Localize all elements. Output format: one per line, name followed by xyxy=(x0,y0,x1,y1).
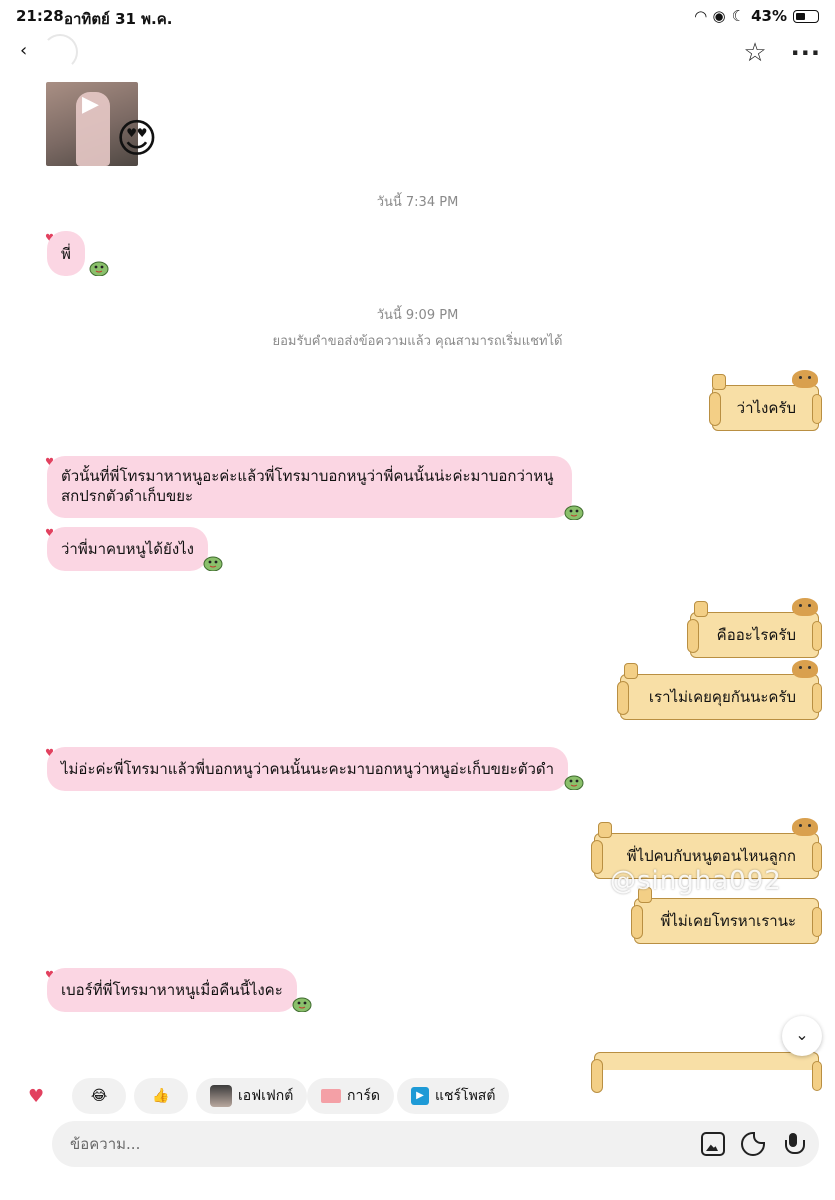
scroll-tab xyxy=(624,663,638,679)
frog-sticker-icon xyxy=(292,997,312,1012)
effect-thumb-icon xyxy=(210,1085,232,1107)
scroll-tab xyxy=(638,887,652,903)
outgoing-message[interactable]: ว่าไงครับ xyxy=(709,385,822,431)
lock-rotation-icon: ◉ xyxy=(712,7,726,25)
play-icon[interactable]: ▶ xyxy=(82,92,99,117)
share-post-label: แชร์โพสต์ xyxy=(435,1088,496,1104)
share-post-chip[interactable]: ▶ แชร์โพสต์ xyxy=(397,1078,510,1114)
moon-icon: ☾ xyxy=(731,7,746,25)
laugh-reaction-chip[interactable]: 😂 xyxy=(72,1078,126,1114)
outgoing-message[interactable]: คืออะไรครับ xyxy=(687,612,822,658)
card-label: การ์ด xyxy=(347,1088,380,1104)
microphone-icon[interactable] xyxy=(781,1132,805,1156)
incoming-message[interactable]: เบอร์ที่พี่โทรมาหาหนูเมื่อคืนนี้ไงคะ xyxy=(47,968,297,1012)
like-reaction-chip[interactable]: 👍 xyxy=(134,1078,188,1114)
outgoing-message[interactable]: พี่ไม่เคยโทรหาเรานะ xyxy=(631,898,822,944)
quick-actions-bar: 😂 👍 เอฟเฟกต์ การ์ด ▶ แชร์โพสต์ xyxy=(0,1078,835,1118)
incoming-message[interactable]: พี่ xyxy=(47,231,85,276)
chevron-left-icon[interactable]: ‹ xyxy=(20,40,28,61)
thumbs-up-icon: 👍 xyxy=(152,1088,170,1104)
tiktok-watermark: @singha092 xyxy=(610,866,782,896)
chat-header: ‹ ☆ ··· xyxy=(0,34,835,74)
scroll-down-button[interactable]: ⌄ xyxy=(782,1016,822,1056)
incoming-message[interactable]: ตัวนั้นที่พี่โทรมาหาหนูอะค่ะแล้วพี่โทรมา… xyxy=(47,456,572,518)
system-message: ยอมรับคำขอส่งข้อความแล้ว คุณสามารถเริ่มแ… xyxy=(272,334,563,349)
effect-chip[interactable]: เอฟเฟกต์ xyxy=(196,1078,308,1114)
frog-sticker-icon xyxy=(564,505,584,520)
dog-sticker-icon xyxy=(792,818,818,836)
gallery-icon[interactable] xyxy=(701,1132,725,1156)
sticker-icon[interactable] xyxy=(741,1132,765,1156)
frog-sticker-icon xyxy=(564,775,584,790)
card-chip[interactable]: การ์ด xyxy=(307,1078,394,1114)
chevron-down-icon: ⌄ xyxy=(795,1025,809,1044)
incoming-message[interactable]: ไม่อ่ะค่ะพี่โทรมาแล้วพี่บอกหนูว่าคนนั้นน… xyxy=(47,747,569,791)
effect-label: เอฟเฟกต์ xyxy=(238,1088,294,1104)
header-actions: ☆ ··· xyxy=(743,40,821,66)
laugh-emoji-icon: 😂 xyxy=(90,1088,108,1104)
heart-reaction-icon[interactable]: ♥ xyxy=(28,1086,45,1107)
scroll-tab xyxy=(694,601,708,617)
heart-eyes-reaction: 😍 xyxy=(116,116,158,162)
battery-fill xyxy=(796,12,805,20)
scroll-tab xyxy=(598,822,612,838)
status-time: 21:28 xyxy=(16,7,64,25)
video-figure xyxy=(76,92,110,166)
battery-percent: 43% xyxy=(751,7,787,25)
card-icon xyxy=(321,1089,341,1103)
dog-sticker-icon xyxy=(792,660,818,678)
outgoing-message-partial xyxy=(591,1052,822,1093)
message-input[interactable] xyxy=(70,1121,670,1167)
frog-sticker-icon xyxy=(203,556,223,571)
dog-sticker-icon xyxy=(792,598,818,616)
composer-icons xyxy=(701,1132,805,1156)
outgoing-message[interactable]: พี่ไปคบกับหนูตอนไหนลูกก xyxy=(591,833,822,879)
status-icons: ◠ ◉ ☾ 43% xyxy=(695,7,819,25)
battery-icon xyxy=(793,9,819,23)
dog-sticker-icon xyxy=(792,370,818,388)
star-icon[interactable]: ☆ xyxy=(743,38,767,68)
scroll-tab xyxy=(712,374,726,390)
frog-sticker-icon xyxy=(89,261,109,276)
avatar[interactable] xyxy=(42,34,78,70)
status-bar: 21:28 อาทิตย์ 31 พ.ค. ◠ ◉ ☾ 43% xyxy=(0,0,835,34)
outgoing-message[interactable]: เราไม่เคยคุยกันนะครับ xyxy=(617,674,822,720)
more-icon[interactable]: ··· xyxy=(790,39,821,67)
wifi-icon: ◠ xyxy=(695,7,707,25)
incoming-message[interactable]: ว่าพี่มาคบหนูได้ยังไง xyxy=(47,527,209,571)
share-post-icon: ▶ xyxy=(411,1087,429,1105)
timestamp: วันนี้ 7:34 PM xyxy=(376,195,459,210)
message-composer xyxy=(52,1121,819,1167)
video-message-thumbnail[interactable]: ▶ xyxy=(46,82,138,166)
timestamp: วันนี้ 9:09 PM xyxy=(376,308,459,323)
status-date: อาทิตย์ 31 พ.ค. xyxy=(64,10,173,28)
